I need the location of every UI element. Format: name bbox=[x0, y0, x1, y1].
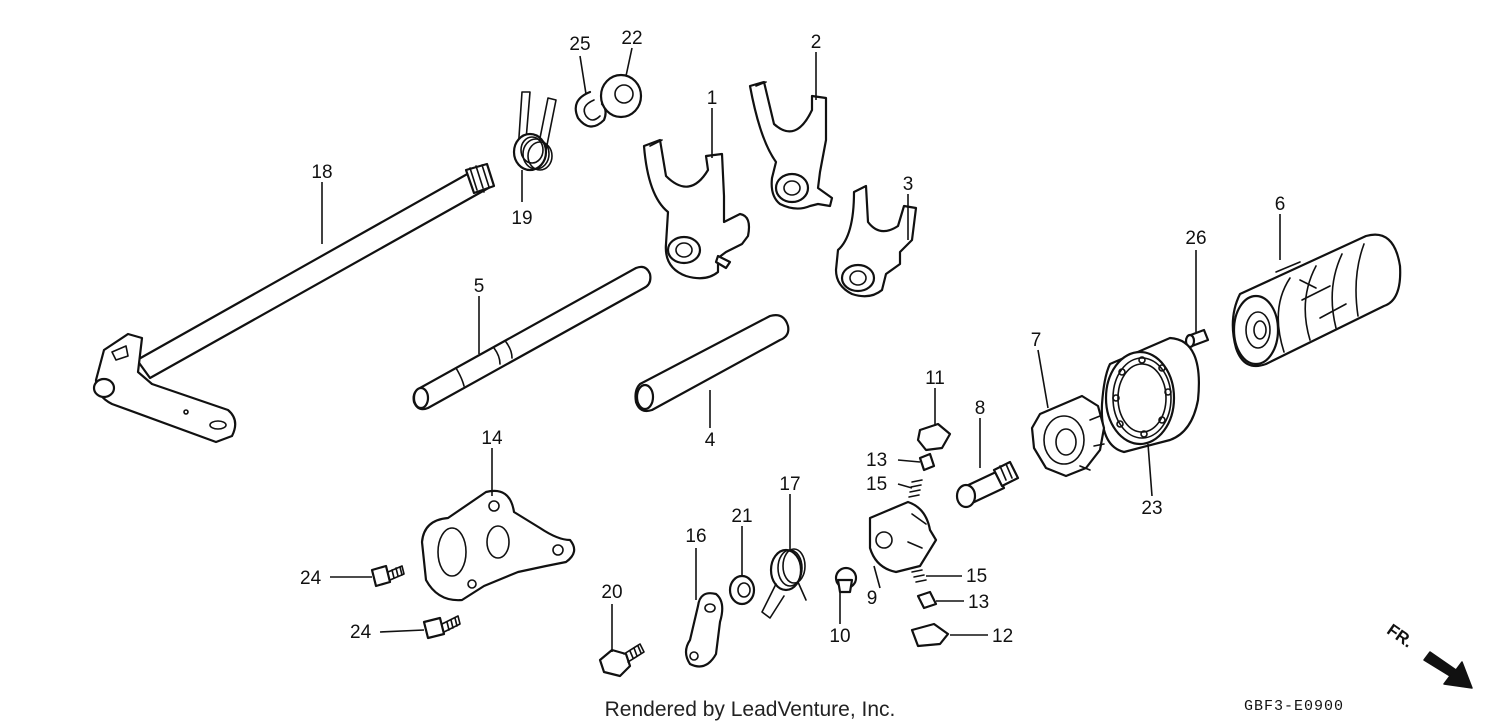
callout-15-top: 15 bbox=[866, 474, 887, 495]
callout-16: 16 bbox=[685, 526, 706, 547]
part-circlip[interactable] bbox=[574, 90, 607, 128]
callout-19: 19 bbox=[511, 208, 532, 229]
callout-26: 26 bbox=[1185, 228, 1206, 249]
part-ratchet-plate[interactable] bbox=[868, 500, 938, 574]
part-stopper-spring[interactable] bbox=[761, 548, 807, 619]
part-fork-shaft-long[interactable] bbox=[412, 265, 652, 411]
direction-label: FR. bbox=[1383, 620, 1416, 651]
part-drum-center[interactable] bbox=[1030, 394, 1106, 478]
part-shift-fork-1[interactable] bbox=[642, 138, 751, 280]
part-collar-top[interactable] bbox=[918, 452, 936, 472]
part-shift-fork-3[interactable] bbox=[834, 184, 918, 298]
callout-6: 6 bbox=[1275, 194, 1286, 215]
callout-5: 5 bbox=[474, 276, 485, 297]
part-shift-spindle[interactable] bbox=[92, 162, 496, 444]
callout-24-lower: 24 bbox=[350, 622, 372, 643]
part-spring-small-bottom[interactable] bbox=[911, 569, 927, 583]
part-collar-bottom[interactable] bbox=[916, 590, 938, 610]
callout-24-upper: 24 bbox=[300, 568, 322, 589]
callout-18: 18 bbox=[311, 162, 332, 183]
front-direction-arrow: FR. bbox=[1383, 620, 1473, 689]
callout-13-top: 13 bbox=[866, 450, 887, 471]
part-return-spring[interactable] bbox=[512, 91, 557, 172]
callout-2: 2 bbox=[811, 32, 822, 53]
part-dowel-pin[interactable] bbox=[1184, 328, 1210, 349]
part-guide-block[interactable] bbox=[916, 422, 952, 452]
part-bearing[interactable] bbox=[1100, 336, 1200, 454]
part-stopper-plate[interactable] bbox=[420, 489, 576, 602]
callout-7: 7 bbox=[1031, 330, 1042, 351]
callout-9: 9 bbox=[867, 588, 878, 609]
callout-15-bottom: 15 bbox=[966, 566, 987, 587]
callout-23: 23 bbox=[1141, 498, 1162, 519]
callout-13-bottom: 13 bbox=[968, 592, 989, 613]
callout-17: 17 bbox=[779, 474, 800, 495]
part-collar-10[interactable] bbox=[834, 566, 858, 594]
callout-25: 25 bbox=[569, 34, 590, 55]
part-shift-drum[interactable] bbox=[1231, 233, 1402, 368]
part-shift-fork-2[interactable] bbox=[748, 80, 834, 210]
callout-12: 12 bbox=[992, 626, 1013, 647]
render-credit: Rendered by LeadVenture, Inc. bbox=[605, 698, 896, 721]
leader-lines bbox=[321, 47, 1281, 652]
part-flange-bolt[interactable] bbox=[598, 643, 645, 678]
part-stopper-bolt[interactable] bbox=[955, 460, 1020, 509]
callout-4: 4 bbox=[705, 430, 716, 451]
callout-3: 3 bbox=[903, 174, 914, 195]
callout-22: 22 bbox=[621, 28, 642, 49]
callout-21: 21 bbox=[731, 506, 752, 527]
callout-20: 20 bbox=[601, 582, 622, 603]
part-bolt-lower[interactable] bbox=[422, 615, 461, 640]
part-bolt-upper[interactable] bbox=[370, 564, 405, 588]
part-spring-small-top[interactable] bbox=[908, 479, 923, 498]
callout-8: 8 bbox=[975, 398, 986, 419]
callout-10: 10 bbox=[829, 626, 850, 647]
callout-14: 14 bbox=[481, 428, 503, 449]
part-stopper-arm[interactable] bbox=[684, 592, 724, 668]
callout-labels: 1 2 3 4 5 6 7 8 9 10 11 12 13 13 14 15 1… bbox=[300, 28, 1285, 647]
diagram-code: GBF3-E0900 bbox=[1244, 698, 1344, 715]
part-fork-shaft-short[interactable] bbox=[634, 314, 790, 413]
callout-11: 11 bbox=[925, 368, 945, 389]
callout-1: 1 bbox=[707, 88, 718, 109]
part-washer-21[interactable] bbox=[728, 574, 756, 606]
part-washer[interactable] bbox=[599, 73, 643, 119]
part-block-bottom[interactable] bbox=[910, 622, 950, 648]
